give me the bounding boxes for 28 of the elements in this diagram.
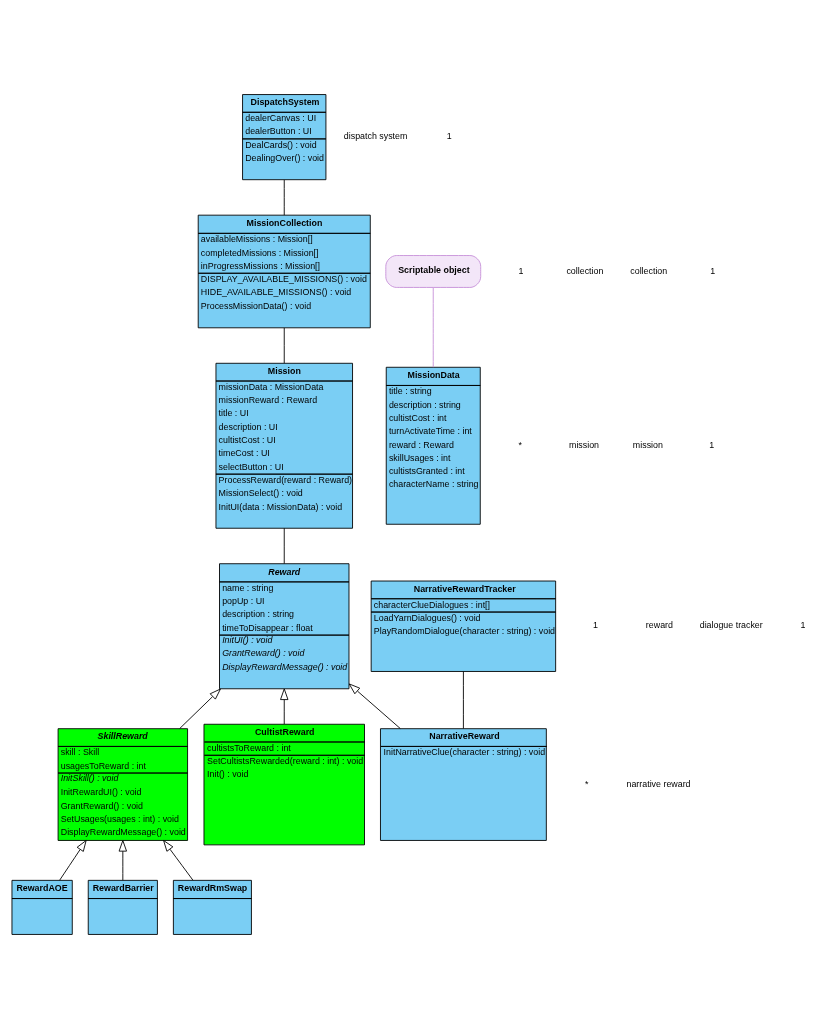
- connector: [283, 327, 285, 364]
- connector: [432, 286, 434, 368]
- label: *: [518, 439, 522, 450]
- arrow: [59, 839, 87, 881]
- arrow: [179, 688, 221, 729]
- label: mission: [569, 439, 600, 450]
- node-box: Scriptable object: [385, 254, 482, 288]
- label: collection: [566, 265, 604, 276]
- arrow: [118, 839, 127, 881]
- label: collection: [630, 265, 668, 276]
- arrow: [280, 688, 289, 724]
- label: dispatch system: [343, 130, 408, 141]
- arrow: [163, 839, 194, 881]
- connector: [462, 670, 464, 729]
- label: 1: [593, 619, 599, 630]
- connector: [283, 179, 285, 216]
- label: 1: [709, 439, 715, 450]
- label: narrative reward: [626, 778, 691, 789]
- arrow: [348, 683, 401, 729]
- label: 1: [710, 265, 716, 276]
- label: 1: [446, 130, 452, 141]
- label: dialogue tracker: [699, 619, 763, 630]
- label: mission: [632, 439, 663, 450]
- connector: [283, 527, 285, 564]
- label: 1: [800, 619, 806, 630]
- label: reward: [645, 619, 673, 630]
- label: *: [584, 778, 589, 789]
- label: 1: [518, 265, 524, 276]
